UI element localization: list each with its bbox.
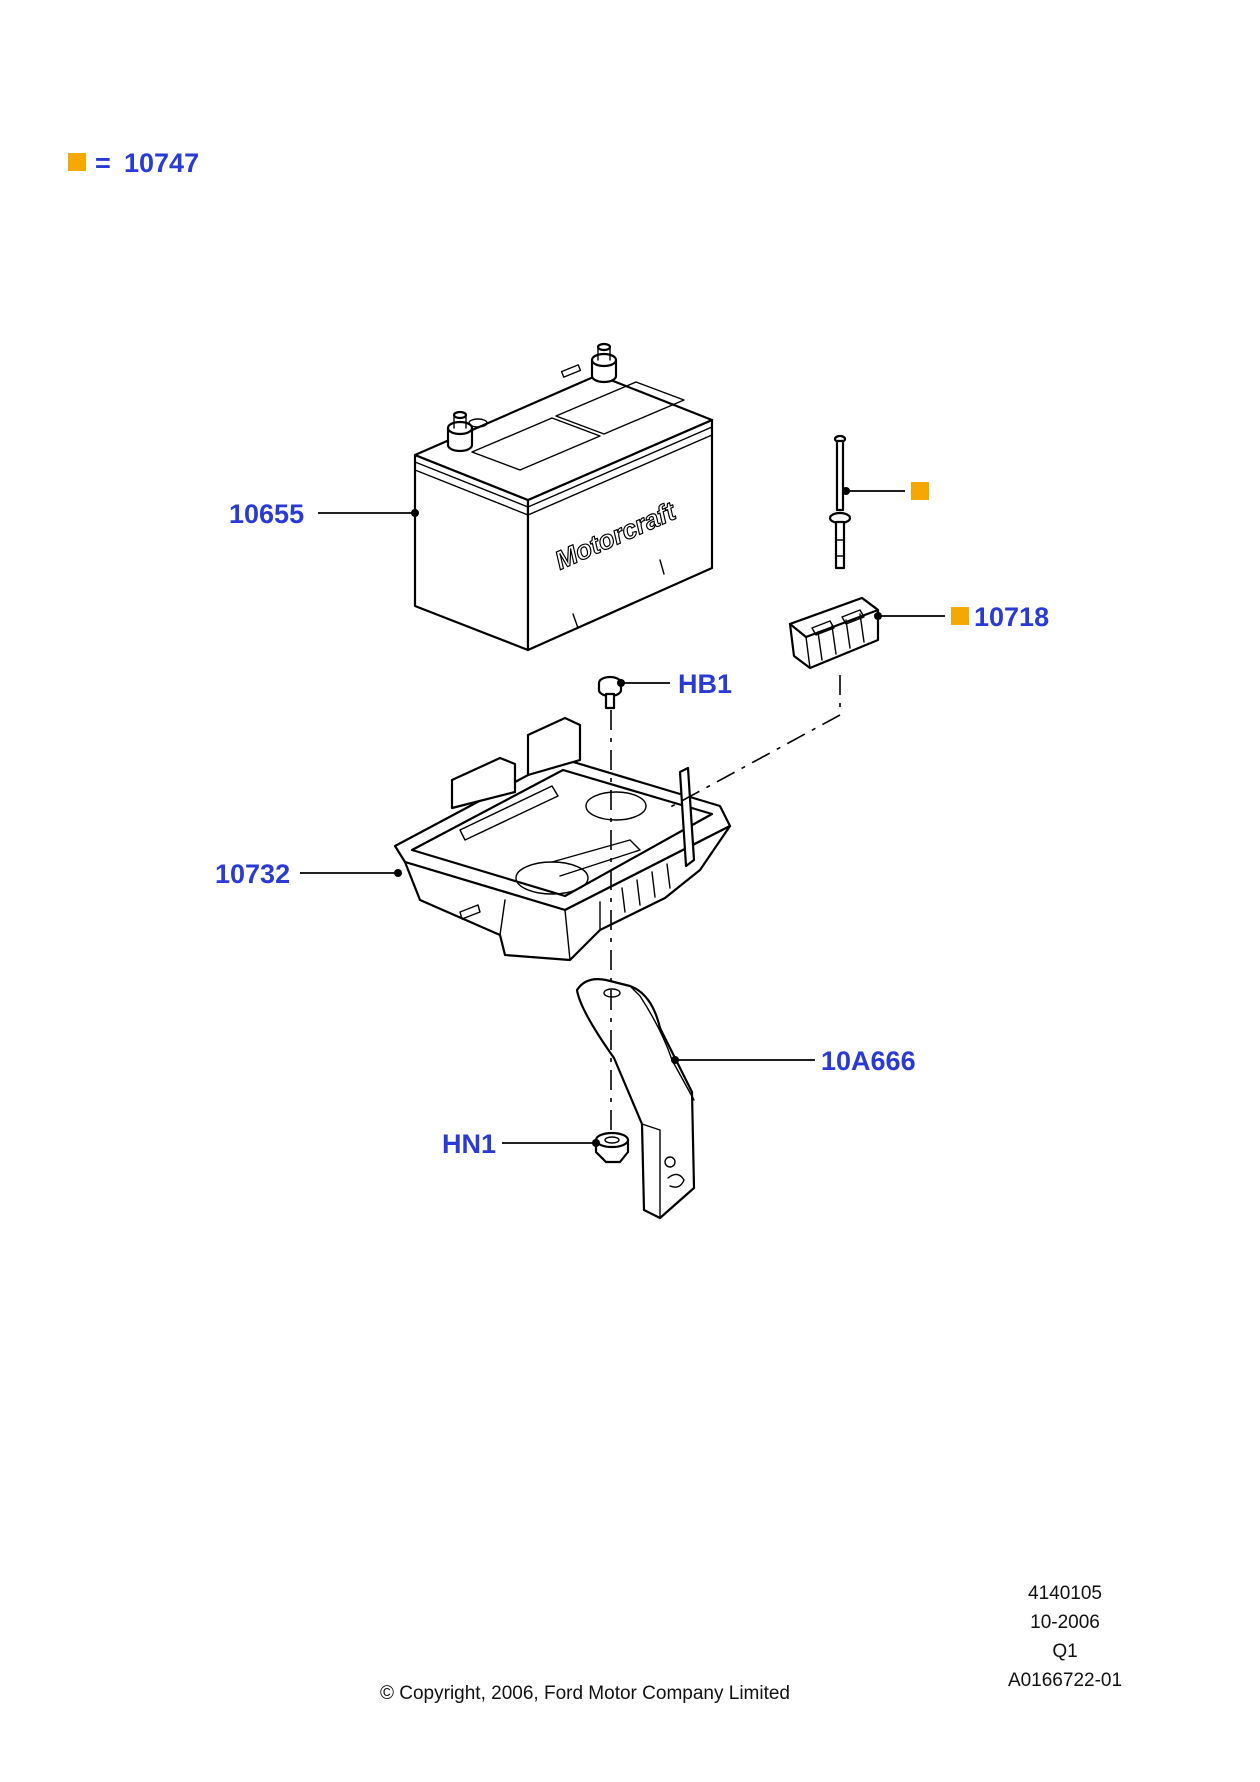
bracket-nut [594, 1131, 630, 1164]
label-hold-down-bolt-marker [911, 482, 929, 500]
hold-down-clamp [788, 596, 880, 670]
copyright-notice: © Copyright, 2006, Ford Motor Company Li… [380, 1683, 790, 1704]
legend-marker [68, 153, 86, 171]
drawing-revision: Q1 [1052, 1641, 1077, 1662]
label-tray-bracket: 10A666 [821, 1046, 916, 1076]
legend-equals: = [95, 148, 111, 178]
battery-top-panel-right [555, 381, 685, 435]
label-tray-bolt: HB1 [678, 669, 732, 699]
battery: Motorcraft [413, 342, 714, 652]
illustration-id: A0166722-01 [1008, 1670, 1122, 1691]
callout-labels: 10655 10718 HB1 10732 10A666 HN1 [215, 482, 1049, 1159]
assembly-lines [610, 675, 841, 1130]
label-bracket-nut: HN1 [442, 1129, 496, 1159]
tray-bracket [575, 978, 696, 1220]
battery-tray [393, 716, 732, 962]
leader-lines [300, 487, 945, 1147]
battery-terminal-negative [590, 342, 618, 384]
legend: = 10747 [68, 148, 199, 178]
label-hold-down-clamp-marker [951, 607, 969, 625]
label-hold-down-clamp: 10718 [974, 602, 1049, 632]
battery-terminal-positive [446, 410, 474, 453]
legend-code: 10747 [124, 148, 199, 178]
tray-bracket-body [575, 978, 696, 1220]
hold-down-bolt [828, 434, 852, 570]
footer: 4140105 10-2006 Q1 A0166722-01 © Copyrig… [380, 1583, 1122, 1704]
label-battery: 10655 [229, 499, 304, 529]
drawing-number: 4140105 [1028, 1583, 1102, 1604]
battery-top-panel-left [471, 417, 601, 471]
battery-tray-basin [410, 768, 714, 898]
battery-top [413, 373, 714, 502]
label-battery-tray: 10732 [215, 859, 290, 889]
drawing-date: 10-2006 [1030, 1612, 1100, 1633]
